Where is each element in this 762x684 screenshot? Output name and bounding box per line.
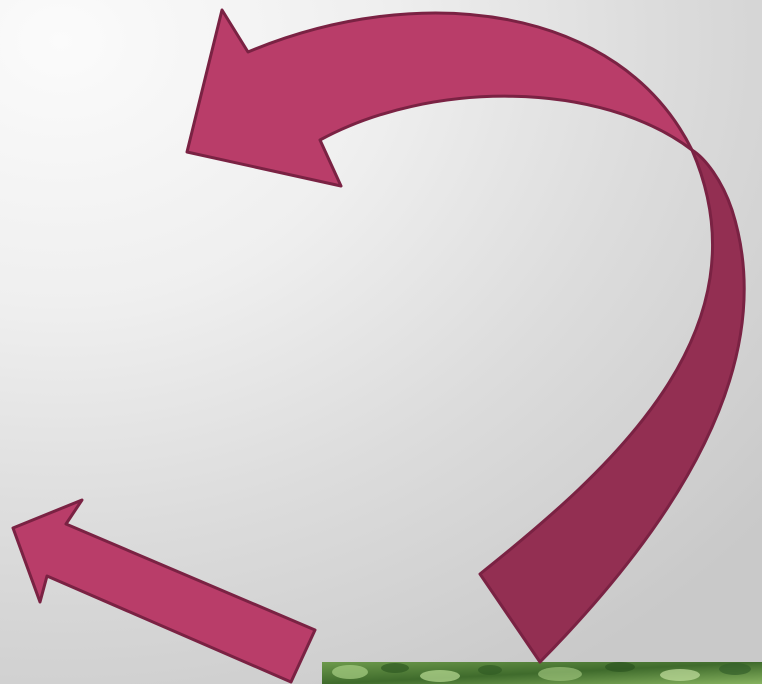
- foliage-photo: [322, 662, 762, 684]
- straight-arrow: [13, 500, 315, 682]
- curved-arrow: [187, 10, 692, 186]
- curved-arrow-back-band: [480, 150, 744, 662]
